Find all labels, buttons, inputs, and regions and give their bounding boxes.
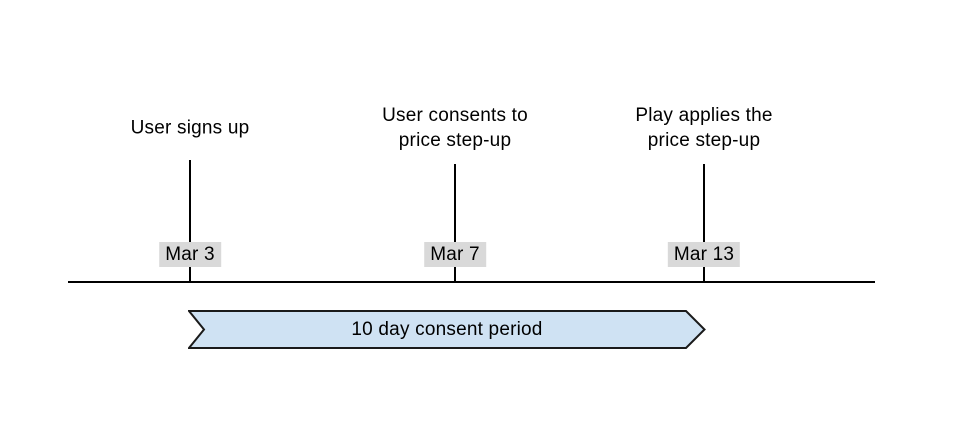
event-label-user-signs-up: User signs up [130, 117, 250, 139]
timeline-axis [68, 281, 875, 283]
event-date-chip: Mar 13 [667, 242, 741, 267]
event-tick-line [454, 164, 456, 283]
event-tick-line [703, 164, 705, 283]
ribbon-arrow-polygon [188, 310, 706, 349]
event-date-chip: Mar 7 [424, 242, 486, 267]
event-label-play-applies: Play applies the price step-up [635, 105, 773, 151]
event-tick-line [189, 160, 191, 283]
event-date-chip: Mar 3 [159, 242, 221, 267]
event-label-user-consents: User consents to price step-up [382, 105, 528, 151]
consent-period-banner: 10 day consent period [188, 310, 706, 349]
consent-period-label: 10 day consent period [351, 318, 543, 340]
consent-period-arrow-shape [188, 310, 706, 349]
